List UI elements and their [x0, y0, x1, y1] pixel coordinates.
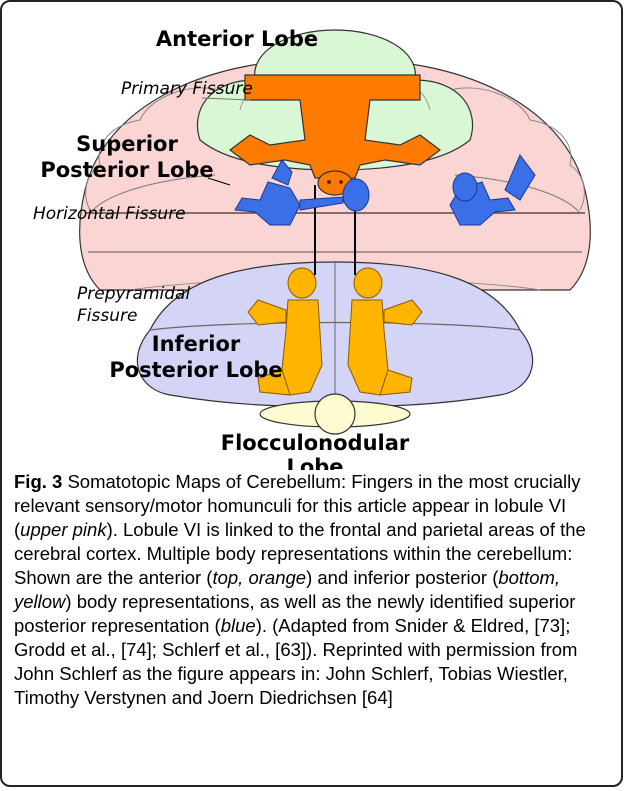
caption-text-3: ) and inferior posterior ( [306, 567, 498, 588]
anterior-homunculus-eye-right [339, 180, 343, 184]
caption-italic-4: blue [221, 615, 256, 636]
label-flocculonodular-line1: Flocculonodular [221, 431, 410, 455]
anterior-homunculus-eye-left [327, 180, 331, 184]
yellow-homunculus-right-head [354, 268, 382, 298]
blue-homunculus-right-head [453, 173, 477, 201]
figure-number: Fig. 3 [14, 471, 62, 492]
figure-caption: Fig. 3 Somatotopic Maps of Cerebellum: F… [14, 470, 610, 710]
label-prepyramidal-line2: Fissure [77, 306, 137, 326]
label-flocculonodular-line2: Lobe [286, 455, 343, 470]
nodulus-shape [315, 394, 355, 434]
label-primary-fissure: Primary Fissure [121, 79, 253, 99]
label-superior-posterior-line1: Superior [76, 132, 178, 156]
caption-italic-2: top, orange [212, 567, 306, 588]
cerebellum-diagram: Anterior Lobe Primary Fissure Superior P… [0, 0, 627, 470]
caption-italic-1: upper pink [20, 519, 106, 540]
label-inferior-posterior-line1: Inferior [152, 332, 241, 356]
label-anterior-lobe: Anterior Lobe [156, 27, 318, 51]
label-superior-posterior-line2: Posterior Lobe [40, 158, 213, 182]
yellow-homunculus-left-head [288, 268, 316, 298]
label-horizontal-fissure: Horizontal Fissure [33, 204, 186, 224]
blue-homunculus-left-head [343, 179, 369, 211]
label-inferior-posterior-line2: Posterior Lobe [109, 358, 282, 382]
label-prepyramidal-line1: Prepyramidal [77, 284, 190, 304]
